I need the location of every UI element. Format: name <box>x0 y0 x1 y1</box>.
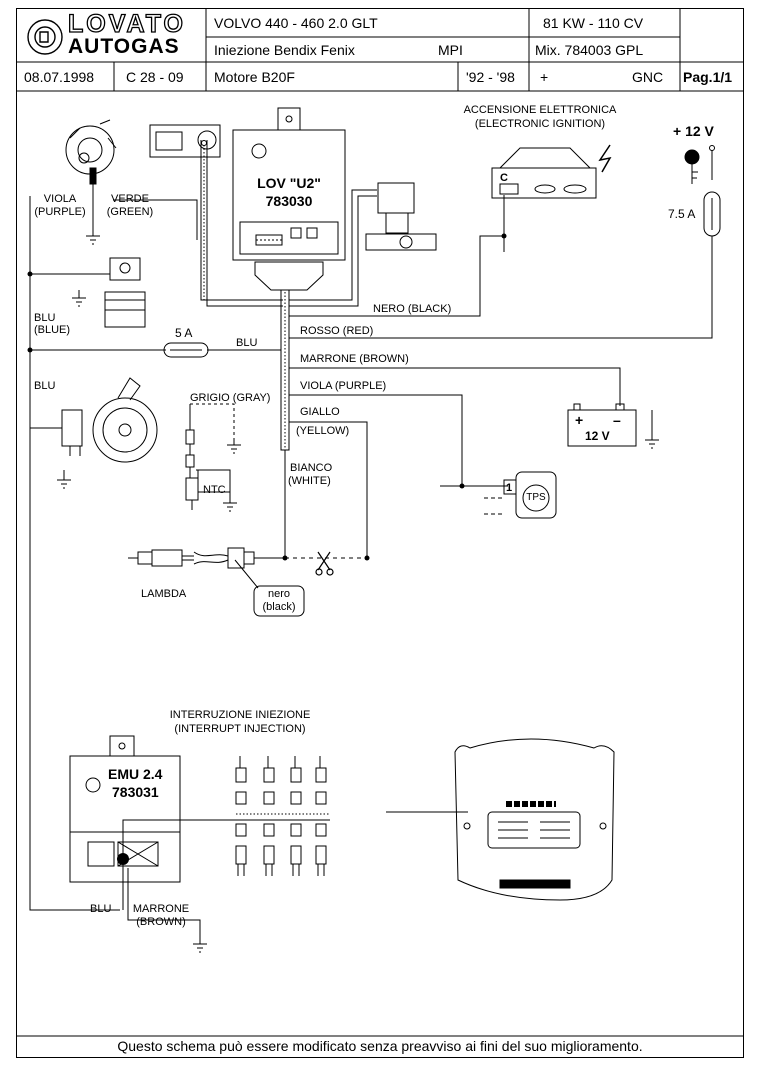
engine-power: 81 KW - 110 CV <box>543 15 644 31</box>
switch-panel-icon <box>149 124 221 158</box>
nero-label: nero <box>267 588 291 600</box>
battery-minus-label: – <box>613 412 621 428</box>
viola-wire-label-en: (PURPLE) <box>34 206 86 218</box>
gas-solenoid-valve-icon <box>104 257 146 328</box>
bianco-wire-label: BIANCO <box>290 462 333 474</box>
tps-pin-label: 1 <box>506 482 513 494</box>
ntc-sensor-icon <box>185 429 231 510</box>
verde-wire-label-en: (GREEN) <box>106 206 154 218</box>
marrone-bottom-label-en: (BROWN) <box>136 916 186 928</box>
brand-lovato: LOVATO <box>67 9 186 38</box>
plus-12v-label: + 12 V <box>673 123 714 139</box>
injector-connector-1 <box>235 756 247 876</box>
ground-symbols <box>57 235 659 953</box>
grigio-wire-label: GRIGIO (GRAY) <box>190 392 271 404</box>
blu-left-label: BLU <box>34 380 56 392</box>
brand-autogas: AUTOGAS <box>68 35 180 58</box>
fuel-plus: + <box>540 69 549 85</box>
fuse-5a-label: 5 A <box>175 326 193 340</box>
fuse-7-5a-label: 7.5 A <box>668 207 696 221</box>
lov-u2-ecu <box>232 107 346 291</box>
ecu-code-label: 783030 <box>265 193 313 209</box>
tps-sensor-icon <box>484 471 557 519</box>
vehicle-model: VOLVO 440 - 460 2.0 GLT <box>214 15 378 31</box>
bianco-wire-label-en: (WHITE) <box>288 475 331 487</box>
rosso-wire-label: ROSSO (RED) <box>300 325 374 337</box>
electronic-ignition-icon <box>491 144 612 199</box>
viola-purple-label: VIOLA (PURPLE) <box>300 380 387 392</box>
blu-bottom-label: BLU <box>90 903 112 915</box>
viola-wire-label: VIOLA <box>43 193 77 205</box>
wires <box>29 150 713 944</box>
injector-connector-2 <box>263 756 275 876</box>
emu-2-4-module <box>69 735 181 883</box>
ignition-key-icon <box>684 145 715 184</box>
junction-dots <box>27 233 507 865</box>
emu-name-label: EMU 2.4 <box>108 766 163 782</box>
fuse-7-5a-icon <box>703 191 721 237</box>
injector-connector-3 <box>290 756 302 876</box>
distributor-icon <box>65 119 117 185</box>
injection-type: MPI <box>438 42 463 58</box>
drawing-sheet <box>16 8 744 1058</box>
lambda-probe-icon <box>128 547 305 617</box>
lambda-label: LAMBDA <box>141 588 187 600</box>
diagram-code: C 28 - 09 <box>126 69 184 85</box>
cut-symbol-icon <box>315 551 334 576</box>
verde-wire-label: VERDE <box>111 193 149 205</box>
interrupt-injection-label-en: (INTERRUPT INJECTION) <box>174 723 306 735</box>
emu-code-label: 783031 <box>112 784 159 800</box>
ignition-label-en: (ELECTRONIC IGNITION) <box>474 118 606 130</box>
ntc-label: NTC <box>203 484 226 496</box>
marrone-wire-label: MARRONE (BROWN) <box>300 353 409 365</box>
pressure-reducer-icon <box>61 377 158 463</box>
nero-wire-label: NERO (BLACK) <box>373 303 452 315</box>
ecu-name-label: LOV "U2" <box>257 175 321 191</box>
ignition-label: ACCENSIONE ELETTRONICA <box>463 104 617 116</box>
page-number: Pag.1/1 <box>683 69 733 85</box>
blu-wire-label-en: (BLUE) <box>34 324 71 336</box>
fuel-gnc: GNC <box>632 69 664 85</box>
original-ecu-connector-icon <box>454 738 615 901</box>
blu-wire-label: BLU <box>34 312 56 324</box>
battery-voltage-label: 12 V <box>585 429 610 443</box>
nero-label-en: (black) <box>262 601 296 613</box>
fuse-5a-icon <box>163 342 209 358</box>
mixer-code: Mix. 784003 GPL <box>535 42 644 58</box>
ignition-pin-c: C <box>500 172 508 184</box>
battery-icon <box>567 403 637 447</box>
interrupt-injection-label: INTERRUZIONE INIEZIONE <box>169 709 311 721</box>
tps-label: TPS <box>526 492 546 503</box>
lovato-logo-icon <box>27 19 63 55</box>
blu-mid-label: BLU <box>236 337 258 349</box>
model-years: '92 - '98 <box>466 69 515 85</box>
battery-plus-label: + <box>575 412 584 428</box>
injection-system: Iniezione Bendix Fenix <box>214 42 355 58</box>
giallo-wire-label-en: (YELLOW) <box>296 425 350 437</box>
gas-valve-icon <box>365 182 437 251</box>
injector-connectors <box>235 756 330 876</box>
marrone-bottom-label: MARRONE <box>132 903 190 915</box>
injector-connector-4 <box>315 756 327 876</box>
giallo-wire-label: GIALLO <box>300 406 340 418</box>
diagram-date: 08.07.1998 <box>24 69 95 85</box>
engine-code: Motore B20F <box>214 69 295 85</box>
footer-disclaimer: Questo schema può essere modificato senz… <box>117 1038 643 1054</box>
